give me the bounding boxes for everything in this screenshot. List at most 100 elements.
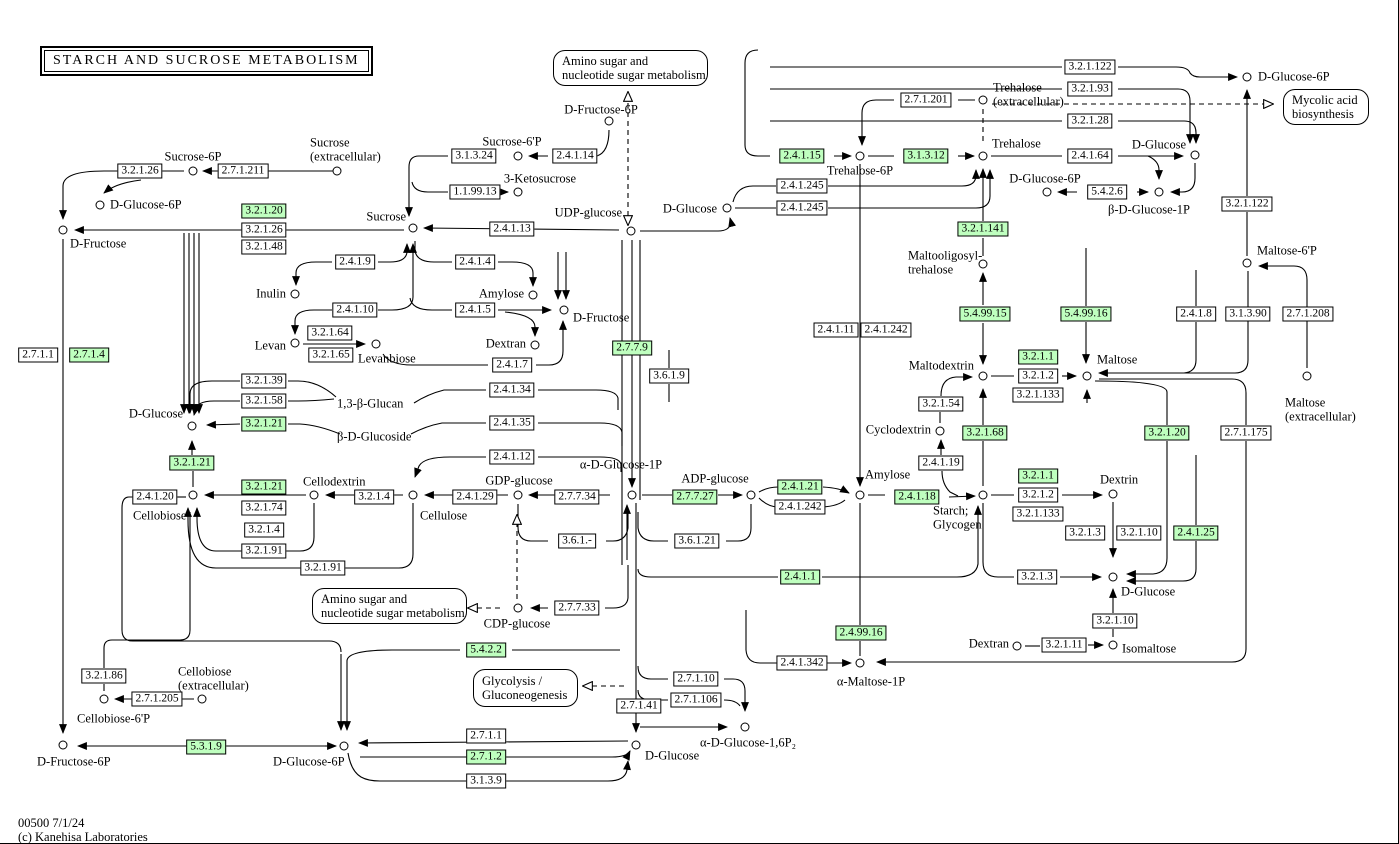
enzyme-box-2.4.1.15[interactable]: 2.4.1.15 [779,148,825,164]
compound-node[interactable] [978,95,988,105]
enzyme-box-3.2.1.11[interactable]: 3.2.1.11 [1041,637,1087,653]
enzyme-box-2.4.1.29[interactable]: 2.4.1.29 [452,489,498,505]
enzyme-box-3.2.1.68[interactable]: 3.2.1.68 [962,425,1008,441]
compound-node[interactable] [513,151,523,161]
compound-node[interactable] [978,490,988,500]
compound-node[interactable] [631,740,641,750]
enzyme-box-3.2.1.65[interactable]: 3.2.1.65 [308,347,354,363]
compound-node[interactable] [1012,641,1022,651]
enzyme-box-1.1.99.13[interactable]: 1.1.99.13 [449,184,501,200]
compound-node[interactable] [1082,371,1092,381]
enzyme-box-2.4.1.7[interactable]: 2.4.1.7 [492,357,532,373]
enzyme-box-2.7.1.41[interactable]: 2.7.1.41 [616,698,662,714]
compound-node[interactable] [626,226,636,236]
enzyme-box-5.4.99.15[interactable]: 5.4.99.15 [959,306,1011,322]
enzyme-box-2.7.1.201[interactable]: 2.7.1.201 [900,92,952,108]
enzyme-box-2.4.1.25[interactable]: 2.4.1.25 [1173,525,1219,541]
enzyme-box-3.1.3.24[interactable]: 3.1.3.24 [451,148,497,164]
enzyme-box-3.1.3.9[interactable]: 3.1.3.9 [466,773,506,789]
enzyme-box-3.2.1.10[interactable]: 3.2.1.10 [1116,525,1162,541]
enzyme-box-3.2.1.58[interactable]: 3.2.1.58 [241,393,287,409]
enzyme-box-2.4.1.20[interactable]: 2.4.1.20 [132,489,178,505]
compound-node[interactable] [99,694,109,704]
pathway-link-box[interactable]: Mycolic acid biosynthesis [1283,89,1369,125]
enzyme-box-5.4.2.2[interactable]: 5.4.2.2 [466,642,506,658]
enzyme-box-3.2.1.28[interactable]: 3.2.1.28 [1067,113,1113,129]
enzyme-box-3.2.1.86[interactable]: 3.2.1.86 [81,668,127,684]
compound-node[interactable] [371,339,381,349]
compound-node[interactable] [187,421,197,431]
compound-node[interactable] [513,603,523,613]
enzyme-box-2.7.7.9[interactable]: 2.7.7.9 [612,340,652,356]
compound-node[interactable] [1242,72,1252,82]
enzyme-box-2.7.1.2[interactable]: 2.7.1.2 [466,749,506,765]
enzyme-box-2.4.1.245[interactable]: 2.4.1.245 [776,178,828,194]
enzyme-box-3.2.1.122[interactable]: 3.2.1.122 [1064,59,1116,75]
compound-node[interactable] [978,259,988,269]
compound-node[interactable] [1154,187,1164,197]
enzyme-box-2.4.1.34[interactable]: 2.4.1.34 [489,382,535,398]
enzyme-box-2.4.1.342[interactable]: 2.4.1.342 [776,655,828,671]
enzyme-box-2.4.1.242[interactable]: 2.4.1.242 [860,322,912,338]
compound-node[interactable] [1108,489,1118,499]
enzyme-box-3.2.1.1[interactable]: 3.2.1.1 [1018,349,1058,365]
enzyme-box-3.2.1.133[interactable]: 3.2.1.133 [1012,387,1064,403]
compound-node[interactable] [290,338,300,348]
enzyme-box-3.2.1.133[interactable]: 3.2.1.133 [1012,506,1064,522]
enzyme-box-3.2.1.20[interactable]: 3.2.1.20 [1144,425,1190,441]
compound-node[interactable] [559,305,569,315]
compound-node[interactable] [197,694,207,704]
enzyme-box-2.7.1.1[interactable]: 2.7.1.1 [18,347,58,363]
compound-node[interactable] [332,166,342,176]
compound-node[interactable] [978,151,988,161]
enzyme-box-2.7.1.4[interactable]: 2.7.1.4 [69,347,109,363]
enzyme-box-2.7.1.175[interactable]: 2.7.1.175 [1220,425,1272,441]
compound-node[interactable] [722,203,732,213]
enzyme-box-2.4.1.10[interactable]: 2.4.1.10 [332,302,378,318]
compound-node[interactable] [513,187,523,197]
compound-node[interactable] [604,116,614,126]
enzyme-box-3.2.1.2[interactable]: 3.2.1.2 [1018,487,1058,503]
enzyme-box-2.4.1.64[interactable]: 2.4.1.64 [1067,148,1113,164]
compound-node[interactable] [855,490,865,500]
compound-node[interactable] [408,223,418,233]
enzyme-box-2.4.1.8[interactable]: 2.4.1.8 [1176,306,1216,322]
compound-node[interactable] [740,722,750,732]
enzyme-box-2.7.7.27[interactable]: 2.7.7.27 [672,489,718,505]
enzyme-box-5.3.1.9[interactable]: 5.3.1.9 [186,739,226,755]
compound-node[interactable] [58,225,68,235]
enzyme-box-2.4.99.16[interactable]: 2.4.99.16 [835,625,887,641]
compound-node[interactable] [855,151,865,161]
compound-node[interactable] [1042,187,1052,197]
enzyme-box-3.2.1.21[interactable]: 3.2.1.21 [241,416,287,432]
enzyme-box-2.7.1.10[interactable]: 2.7.1.10 [673,671,719,687]
enzyme-box-3.6.1.-[interactable]: 3.6.1.- [558,533,596,549]
enzyme-box-3.2.1.3[interactable]: 3.2.1.3 [1017,569,1057,585]
enzyme-box-2.4.1.11[interactable]: 2.4.1.11 [813,322,859,338]
enzyme-box-3.2.1.91[interactable]: 3.2.1.91 [300,560,346,576]
enzyme-box-3.2.1.4[interactable]: 3.2.1.4 [354,489,394,505]
enzyme-box-2.7.7.34[interactable]: 2.7.7.34 [554,489,600,505]
enzyme-box-2.4.1.245[interactable]: 2.4.1.245 [776,200,828,216]
compound-node[interactable] [95,200,105,210]
enzyme-box-3.6.1.9[interactable]: 3.6.1.9 [649,368,689,384]
pathway-link-box[interactable]: Glycolysis / Gluconeogenesis [473,669,578,707]
compound-node[interactable] [1302,371,1312,381]
enzyme-box-3.2.1.21[interactable]: 3.2.1.21 [241,479,287,495]
enzyme-box-3.2.1.64[interactable]: 3.2.1.64 [307,325,353,341]
compound-node[interactable] [1242,258,1252,268]
enzyme-box-3.2.1.20[interactable]: 3.2.1.20 [241,203,287,219]
enzyme-box-2.4.1.5[interactable]: 2.4.1.5 [455,302,495,318]
compound-node[interactable] [935,426,945,436]
compound-node[interactable] [528,290,538,300]
compound-node[interactable] [188,490,198,500]
compound-node[interactable] [1190,150,1200,160]
enzyme-box-5.4.99.16[interactable]: 5.4.99.16 [1060,306,1112,322]
enzyme-box-2.7.1.106[interactable]: 2.7.1.106 [670,692,722,708]
pathway-link-box[interactable]: Amino sugar and nucleotide sugar metabol… [553,50,708,86]
enzyme-box-3.2.1.21[interactable]: 3.2.1.21 [169,455,215,471]
enzyme-box-3.2.1.93[interactable]: 3.2.1.93 [1067,81,1113,97]
enzyme-box-3.2.1.4[interactable]: 3.2.1.4 [244,522,284,538]
enzyme-box-2.4.1.35[interactable]: 2.4.1.35 [489,415,535,431]
compound-node[interactable] [530,340,540,350]
